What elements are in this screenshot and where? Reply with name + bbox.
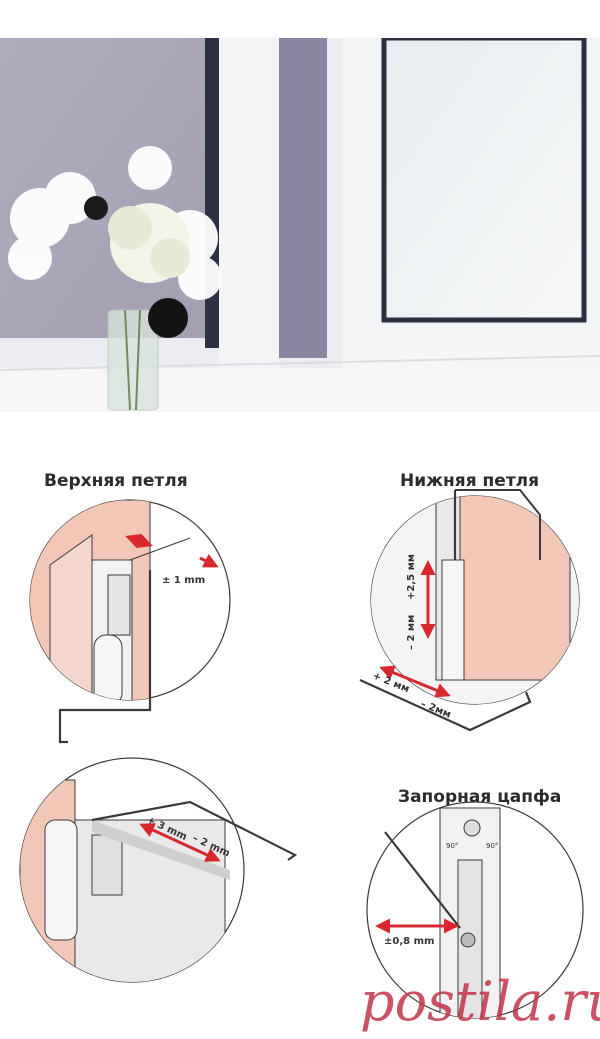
adjustment-diagram: Верхняя петля Нижняя петля Запорная цапф… — [0, 440, 600, 1034]
bottom-hinge-title: Нижняя петля — [400, 471, 539, 491]
top-hinge-adjust: ± 1 mm — [162, 575, 205, 586]
watermark: postila.ru — [360, 970, 600, 1033]
pin-adjust: ±0,8 mm — [384, 936, 434, 947]
pin-angle-right: 90° — [486, 842, 498, 850]
middle-hinge-diagram: + 3 mm – 2 mm — [19, 757, 298, 983]
top-hinge-diagram: ± 1 mm — [29, 499, 231, 744]
pin-angle-left: 90° — [446, 842, 458, 850]
bottom-hinge-diagram: +2,5 мм – 2 мм + 2 мм – 2мм — [359, 489, 580, 732]
locking-pin-title: Запорная цапфа — [398, 787, 561, 807]
bottom-hinge-down: – 2 мм — [406, 615, 417, 650]
window-photo — [0, 38, 600, 412]
locking-pin-diagram: 90° 90° ±0,8 mm — [366, 801, 584, 1019]
top-hinge-title: Верхняя петля — [44, 471, 188, 491]
bottom-hinge-up: +2,5 мм — [406, 554, 417, 600]
